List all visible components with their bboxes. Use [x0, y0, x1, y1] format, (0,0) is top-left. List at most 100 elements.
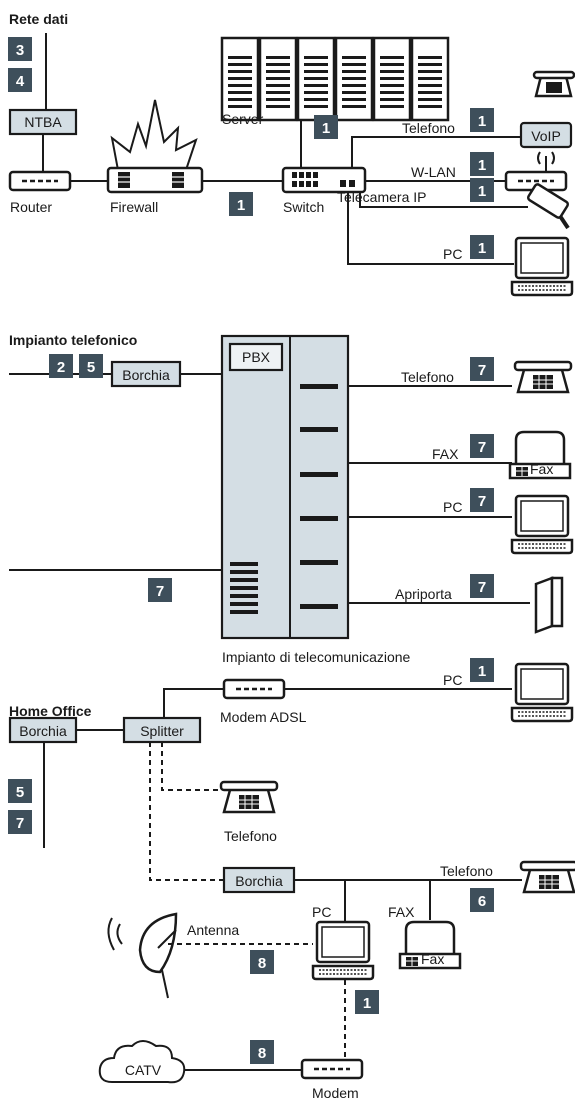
server-icon	[220, 36, 450, 122]
svg-text:3: 3	[16, 42, 24, 59]
svg-text:1: 1	[237, 197, 245, 214]
voip-phone-icon	[532, 70, 575, 98]
modem-label: Modem	[312, 1085, 359, 1101]
phone-icon	[519, 860, 575, 894]
firewall-label: Firewall	[110, 199, 158, 215]
svg-text:1: 1	[478, 183, 486, 200]
badge-7-telefono: 7	[470, 357, 494, 381]
badge-1-pc-modem: 1	[355, 990, 379, 1014]
svg-text:8: 8	[258, 1045, 266, 1062]
svg-text:7: 7	[478, 362, 486, 379]
antenna-label: Antenna	[187, 922, 239, 938]
pbx-system-label: Impianto di telecomunicazione	[222, 649, 411, 665]
badge-5: 5	[79, 354, 103, 378]
wlan-label: W-LAN	[411, 164, 456, 180]
laptop-icon	[510, 236, 574, 297]
firewall-icon	[106, 166, 204, 194]
laptop-icon	[510, 662, 574, 723]
svg-text:1: 1	[478, 240, 486, 257]
pbx-ports	[300, 384, 338, 609]
badge-1-pc: 1	[470, 235, 494, 259]
svg-text:6: 6	[478, 893, 486, 910]
badge-8-catv: 8	[250, 1040, 274, 1064]
borchia-label: Borchia	[122, 367, 170, 383]
modem-adsl-icon	[222, 678, 286, 700]
router-label: Router	[10, 199, 52, 215]
modem-icon	[300, 1058, 364, 1080]
badge-1-telefono: 1	[470, 108, 494, 132]
splitter-label: Splitter	[140, 723, 184, 739]
svg-text:7: 7	[478, 439, 486, 456]
ho-borchia-label: Borchia	[19, 723, 67, 739]
ho-borchia2-label: Borchia	[235, 873, 283, 889]
wifi-icon	[537, 151, 555, 172]
section-title-data-network: Rete dati	[9, 11, 68, 27]
badge-1-camera: 1	[470, 178, 494, 202]
phone-icon	[513, 360, 573, 394]
tel-fax-label: FAX	[432, 446, 459, 462]
badge-5-ho: 5	[8, 779, 32, 803]
ho-pc-label: PC	[312, 904, 331, 920]
svg-text:5: 5	[87, 359, 95, 376]
svg-text:4: 4	[16, 73, 25, 90]
svg-text:2: 2	[57, 359, 65, 376]
laptop-icon	[311, 920, 375, 981]
modem-adsl-label: Modem ADSL	[220, 709, 307, 725]
badge-7-line: 7	[148, 578, 172, 602]
ho-fax-device-label: Fax	[421, 951, 444, 967]
apriporta-label: Apriporta	[395, 586, 452, 602]
svg-text:8: 8	[258, 955, 266, 972]
badge-7-ho: 7	[8, 810, 32, 834]
switch-label: Switch	[283, 199, 324, 215]
svg-text:1: 1	[322, 120, 330, 137]
svg-text:1: 1	[363, 995, 371, 1012]
camera-label: Telecamera IP	[337, 189, 426, 205]
badge-7-fax: 7	[470, 434, 494, 458]
satellite-dish-icon	[107, 912, 178, 999]
catv-label: CATV	[125, 1062, 162, 1078]
firewall-flame-icon	[110, 99, 198, 171]
pbx-vent	[230, 562, 258, 614]
laptop-icon	[510, 494, 574, 555]
ntba-label: NTBA	[24, 114, 62, 130]
svg-text:7: 7	[156, 583, 164, 600]
badge-7-pc: 7	[470, 488, 494, 512]
ho-telefono-label: Telefono	[440, 863, 493, 879]
ho-pc-top-label: PC	[443, 672, 462, 688]
svg-text:7: 7	[478, 493, 486, 510]
ho-fax-label: FAX	[388, 904, 415, 920]
badge-7-apriporta: 7	[470, 574, 494, 598]
svg-text:7: 7	[16, 815, 24, 832]
badge-6: 6	[470, 888, 494, 912]
badge-1-ho-pc: 1	[470, 658, 494, 682]
badge-1-wlan: 1	[470, 152, 494, 176]
ip-camera-icon	[527, 183, 570, 230]
fax-device-label: Fax	[530, 461, 553, 477]
badge-1-firewall-switch: 1	[229, 192, 253, 216]
svg-text:7: 7	[478, 579, 486, 596]
svg-text:5: 5	[16, 784, 24, 801]
catv-cloud-icon	[98, 1040, 186, 1084]
tel-pc-label: PC	[443, 499, 462, 515]
badge-1-server: 1	[314, 115, 338, 139]
pbx-cabinet	[220, 334, 350, 640]
svg-text:1: 1	[478, 663, 486, 680]
voip-label: VoIP	[531, 128, 561, 144]
voip-box	[519, 121, 573, 149]
telefono-label: Telefono	[402, 120, 455, 136]
svg-text:1: 1	[478, 113, 486, 130]
badge-2: 2	[49, 354, 73, 378]
pc-label: PC	[443, 246, 462, 262]
svg-text:1: 1	[478, 157, 486, 174]
section-title-telephone: Impianto telefonico	[9, 332, 137, 348]
badge-3: 3	[8, 37, 32, 61]
badge-4: 4	[8, 68, 32, 92]
tel-telefono-label: Telefono	[401, 369, 454, 385]
phone-icon	[219, 780, 279, 814]
badge-8-antenna: 8	[250, 950, 274, 974]
section-title-home-office: Home Office	[9, 703, 92, 719]
door-opener-icon	[534, 576, 564, 634]
ho-telefono-small-label: Telefono	[224, 828, 277, 844]
server-label: Server	[222, 111, 264, 127]
